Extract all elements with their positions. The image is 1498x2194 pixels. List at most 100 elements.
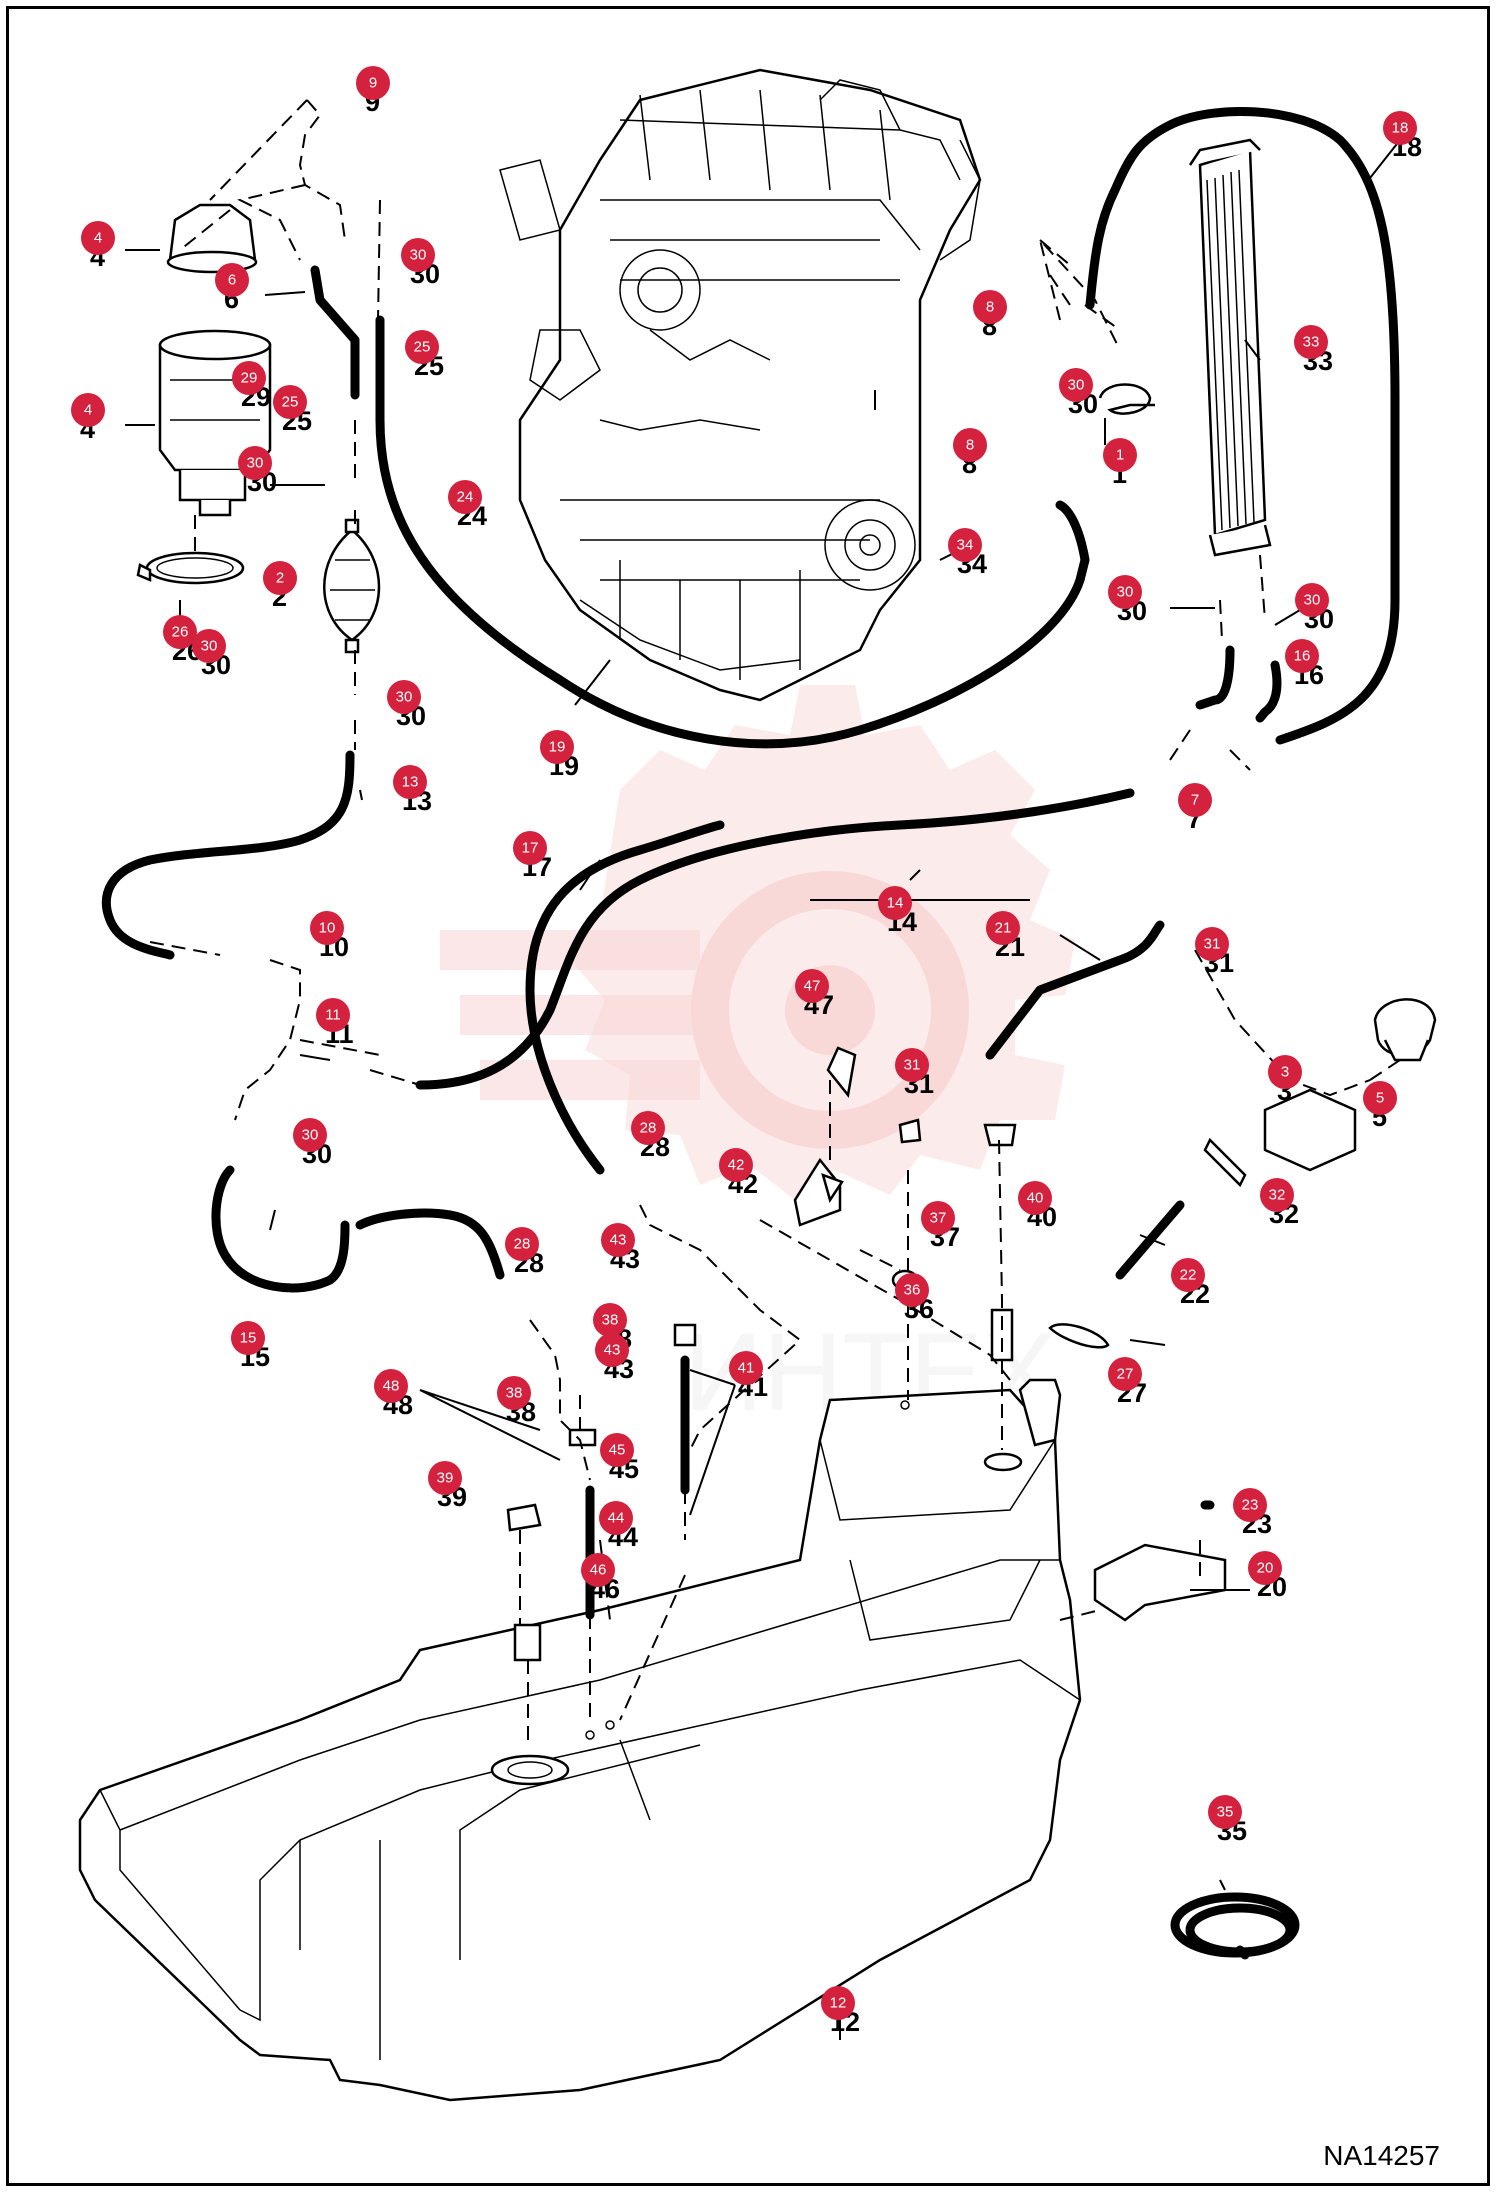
callout-bubble: [356, 66, 390, 100]
callout-bubble-number: 34: [957, 537, 974, 554]
callout-bubble-number: 6: [228, 272, 236, 289]
callout-bubble: [821, 1986, 855, 2020]
engine-illustration: [499, 68, 982, 702]
callout-bubble-number: 25: [282, 394, 299, 411]
callout-bubble-number: 39: [437, 1470, 454, 1487]
callout-bubble-number: 30: [247, 455, 264, 472]
callout-bubble: [273, 385, 307, 419]
callout-bubble-number: 9: [369, 75, 377, 92]
callout-bubble-number: 12: [830, 1995, 847, 2012]
callout-bubble-number: 32: [1269, 1187, 1286, 1204]
drawing-frame: [6, 6, 1490, 2186]
callout-bubble: [293, 1118, 327, 1152]
callout-bubble: [595, 1333, 629, 1367]
callout-bubble-number: 24: [457, 489, 474, 506]
callout-bubble-number: 17: [522, 840, 539, 857]
callout-bubble-number: 4: [94, 230, 102, 247]
callout-bubble-number: 23: [1242, 1497, 1259, 1514]
callout-bubble-number: 8: [966, 437, 974, 454]
callout-bubble: [973, 290, 1007, 324]
callout-bubble-number: 47: [804, 978, 821, 995]
callout-bubble: [581, 1553, 615, 1587]
callout-bubble-number: 43: [610, 1232, 627, 1249]
callout-bubble: [316, 998, 350, 1032]
callout-bubble-number: 30: [396, 689, 413, 706]
callout-bubble-number: 37: [930, 1210, 947, 1227]
callout-bubble-number: 35: [1217, 1804, 1234, 1821]
callout-bubble-number: 44: [608, 1510, 625, 1527]
callout-bubble: [1294, 325, 1328, 359]
callout-bubble-number: 3: [1281, 1064, 1289, 1081]
bracket-illustration: [1093, 1543, 1227, 1622]
callout-bubble: [1108, 575, 1142, 609]
callout-3: 33: [1268, 1055, 1302, 1106]
callout-bubble: [505, 1227, 539, 1261]
callout-bubble: [795, 969, 829, 1003]
callout-bubble: [599, 1501, 633, 1535]
callout-bubble: [71, 393, 105, 427]
callout-8: 88: [953, 428, 987, 479]
callout-bubble-number: 14: [887, 895, 904, 912]
callout-bubble: [1363, 1081, 1397, 1115]
callout-bubble-number: 40: [1027, 1190, 1044, 1207]
callout-bubble: [513, 831, 547, 865]
callout-bubble-number: 18: [1392, 120, 1409, 137]
callout-bubble: [1285, 639, 1319, 673]
callout-bubble: [593, 1303, 627, 1337]
callout-bubble-number: 42: [728, 1157, 745, 1174]
callout-bubble-number: 27: [1117, 1366, 1134, 1383]
callout-bubble: [948, 528, 982, 562]
callout-bubble: [448, 480, 482, 514]
callout-bubble: [1059, 368, 1093, 402]
fuel-tank: [78, 1378, 1082, 2102]
callout-bubble-number: 22: [1180, 1267, 1197, 1284]
callout-bubble: [600, 1433, 634, 1467]
callout-6: 66: [215, 263, 249, 314]
callout-bubble: [719, 1148, 753, 1182]
callout-layer: 1122334444556677888899101011111212131314…: [71, 66, 1422, 2037]
callout-2: 22: [263, 561, 297, 612]
callout-bubble: [895, 1273, 929, 1307]
callout-1: 11: [1103, 438, 1137, 489]
callout-bubble-number: 1: [1116, 447, 1124, 464]
callout-bubble-number: 36: [904, 1282, 921, 1299]
clamp-illustration: [1098, 383, 1155, 415]
callout-bubble-number: 19: [549, 739, 566, 756]
callout-bubble: [405, 330, 439, 364]
callout-bubble-number: 25: [414, 339, 431, 356]
callout-bubble: [921, 1201, 955, 1235]
callout-7: 77: [1178, 783, 1212, 834]
callout-bubble-number: 28: [514, 1236, 531, 1253]
callout-bubble: [192, 629, 226, 663]
callout-bubble: [232, 361, 266, 395]
callout-bubble-number: 15: [240, 1330, 257, 1347]
callout-bubble: [310, 911, 344, 945]
hoses: [101, 106, 1400, 1620]
